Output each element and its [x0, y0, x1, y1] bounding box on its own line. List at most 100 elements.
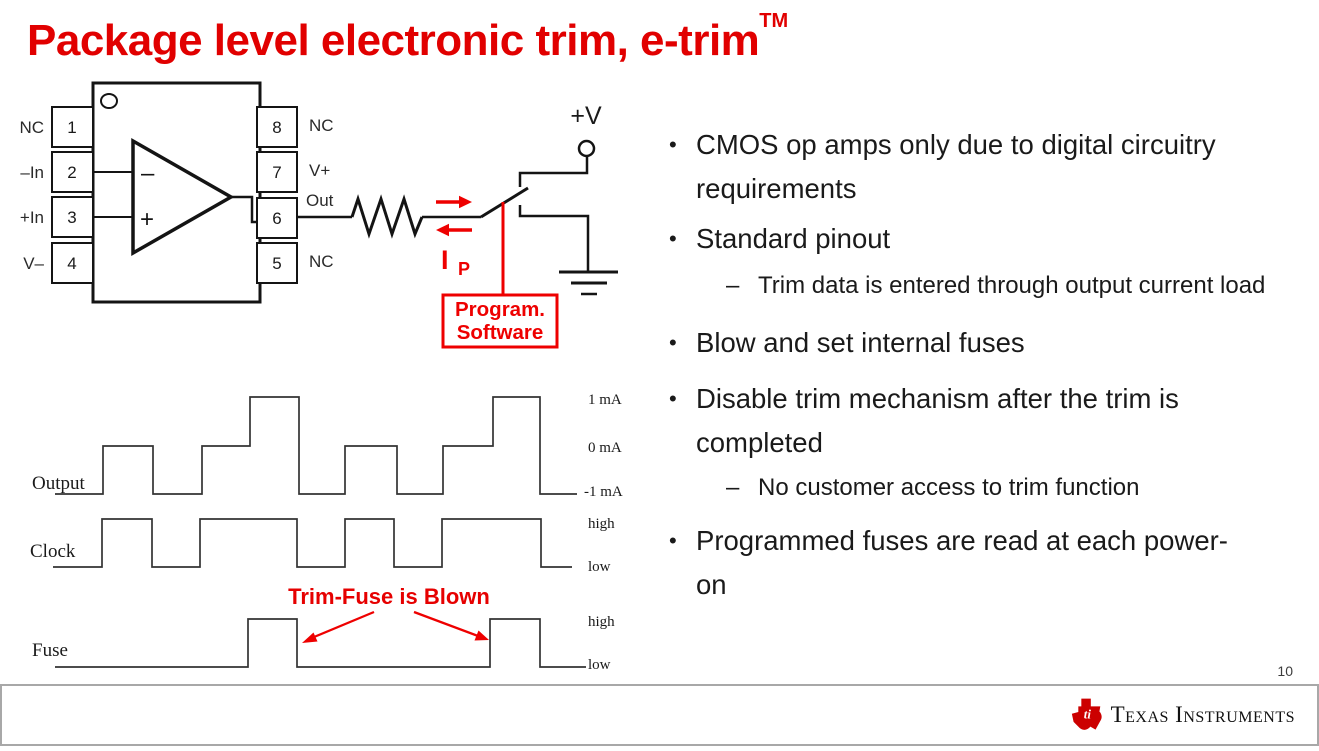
pin-box-1: [51, 106, 94, 148]
title-text: Package level electronic trim, e-trim: [27, 16, 760, 65]
ti-letters: ti: [1083, 706, 1091, 721]
program-software-box: [441, 293, 559, 349]
opamp-output-wire: [231, 195, 258, 224]
output-load-network: +V: [297, 102, 618, 296]
pin-label-nc: NC: [19, 118, 44, 137]
timing-waveforms: [53, 396, 586, 668]
pin-label-nc: NC: [309, 252, 334, 271]
program-box-line2: Software: [457, 321, 544, 344]
bullet-item: •Standard pinout: [662, 217, 1314, 261]
pin-number: 5: [272, 254, 281, 273]
pin-box-3: [51, 196, 94, 238]
bullet-line: requirements: [696, 173, 857, 204]
pin-label-out: Out: [306, 191, 334, 210]
left-pin-labels: NC –In +In V–: [19, 118, 44, 273]
right-pin-boxes: 8 7 6 5: [256, 106, 298, 284]
bullet-text: Standard pinout: [696, 217, 1314, 261]
trademark-superscript: TM: [759, 10, 789, 32]
supply-label: +V: [570, 102, 602, 130]
resistor-symbol: [350, 194, 424, 239]
right-pin-labels: NC V+ Out NC: [306, 116, 334, 271]
ti-texas-icon: ti: [1071, 698, 1102, 730]
pin-label-pos-in: +In: [20, 208, 44, 227]
level-label-fuse-high: high: [588, 614, 615, 630]
opamp-noninverting-sign: +: [140, 206, 154, 233]
bullet-line: Blow and set internal fuses: [696, 327, 1025, 358]
annotation-arrow-left: [313, 610, 375, 639]
dash-marker: –: [726, 272, 740, 299]
pin1-indicator-icon: [100, 93, 118, 109]
bullet-marker: •: [669, 132, 677, 157]
timing-labels: Output Clock Fuse 1 mA 0 mA -1 mA high l…: [30, 392, 623, 673]
waveform-name-output: Output: [32, 473, 86, 494]
bullet-item: • Programmed fuses are read at each power…: [662, 519, 1314, 607]
annotation-arrow-right-head-icon: [474, 630, 489, 641]
level-label-1ma: 1 mA: [588, 392, 622, 408]
pin-number: 2: [67, 163, 76, 182]
page-title: Package level electronic trim, e-trimTM: [27, 10, 788, 66]
bullet-item: • CMOS op amps only due to digital circui…: [662, 123, 1314, 211]
brand-name: Texas Instruments: [1110, 702, 1295, 727]
level-label-clock-high: high: [588, 516, 615, 532]
footer-bar: ti Texas Instruments: [0, 684, 1319, 746]
bullet-line: No customer access to trim function: [758, 474, 1140, 501]
trim-fuse-annotation: Trim-Fuse is Blown: [288, 584, 490, 643]
waveform-fuse: [55, 618, 586, 668]
page-number: 10: [1277, 663, 1293, 679]
programming-current-symbol: I: [441, 245, 449, 275]
pin-box-4: [51, 242, 94, 284]
pin-number: 6: [272, 209, 281, 228]
circuit-and-timing-diagram: – + 1 2 3 4 NC –In +In V–: [19, 81, 623, 673]
pin-label-v-plus: V+: [309, 161, 330, 180]
pin-number: 8: [272, 118, 281, 137]
opamp-triangle: [131, 137, 235, 257]
bullet-text: No customer access to trim function: [758, 469, 1314, 507]
ground-symbol-icon: [559, 270, 618, 296]
dash-marker: –: [726, 474, 740, 501]
level-label-0ma: 0 mA: [588, 440, 622, 456]
pin-number: 4: [67, 254, 76, 273]
opamp-inverting-sign: –: [141, 160, 155, 187]
pin-number: 3: [67, 208, 76, 227]
pin-label-v-minus: V–: [23, 254, 44, 273]
bullet-line: completed: [696, 427, 823, 458]
annotation-arrow-left-head-icon: [302, 632, 318, 643]
bullet-text: Programmed fuses are read at each power-…: [696, 519, 1314, 607]
waveform-name-fuse: Fuse: [32, 640, 68, 661]
supply-terminal-icon: [577, 139, 596, 158]
bullet-marker: •: [669, 528, 677, 553]
bullet-line: CMOS op amps only due to digital circuit…: [696, 129, 1216, 160]
pin-box-2: [51, 151, 94, 193]
pin-box-5: [256, 242, 298, 284]
switch-upper-contact: [518, 157, 589, 187]
opamp-package: – + 1 2 3 4 NC –In +In V–: [19, 81, 334, 304]
waveform-name-clock: Clock: [30, 541, 76, 562]
pin-number: 1: [67, 118, 76, 137]
waveform-clock: [53, 518, 572, 568]
level-label-clock-low: low: [588, 559, 611, 575]
programming-current-subscript: P: [458, 259, 470, 279]
sub-bullet-item: –Trim data is entered through output cur…: [662, 267, 1314, 305]
bullet-item: • Disable trim mechanism after the trim i…: [662, 377, 1314, 465]
pin-number: 7: [272, 163, 281, 182]
program-box-line1: Program.: [455, 298, 545, 321]
current-arrow-right-head-icon: [459, 195, 472, 209]
level-label-fuse-low: low: [588, 657, 611, 673]
bullet-marker: •: [669, 386, 677, 411]
bullet-line: Standard pinout: [696, 223, 891, 254]
pin-box-7: [256, 151, 298, 193]
bullet-text: Disable trim mechanism after the trim is…: [696, 377, 1314, 465]
bullet-line: Programmed fuses are read at each power-: [696, 525, 1228, 556]
pin-label-neg-in: –In: [20, 163, 44, 182]
bullet-marker: •: [669, 330, 677, 355]
programming-annotations: I P Program. Software: [436, 195, 559, 349]
bullet-line: on: [696, 569, 727, 600]
sub-bullet-item: –No customer access to trim function: [662, 469, 1314, 507]
trim-fuse-annotation-text: Trim-Fuse is Blown: [288, 584, 490, 609]
level-label-neg1ma: -1 mA: [584, 484, 623, 500]
current-arrow-left-head-icon: [436, 223, 449, 237]
bullet-line: Disable trim mechanism after the trim is: [696, 383, 1179, 414]
bullet-item: • Blow and set internal fuses: [662, 321, 1314, 365]
annotation-arrow-right: [413, 610, 479, 638]
